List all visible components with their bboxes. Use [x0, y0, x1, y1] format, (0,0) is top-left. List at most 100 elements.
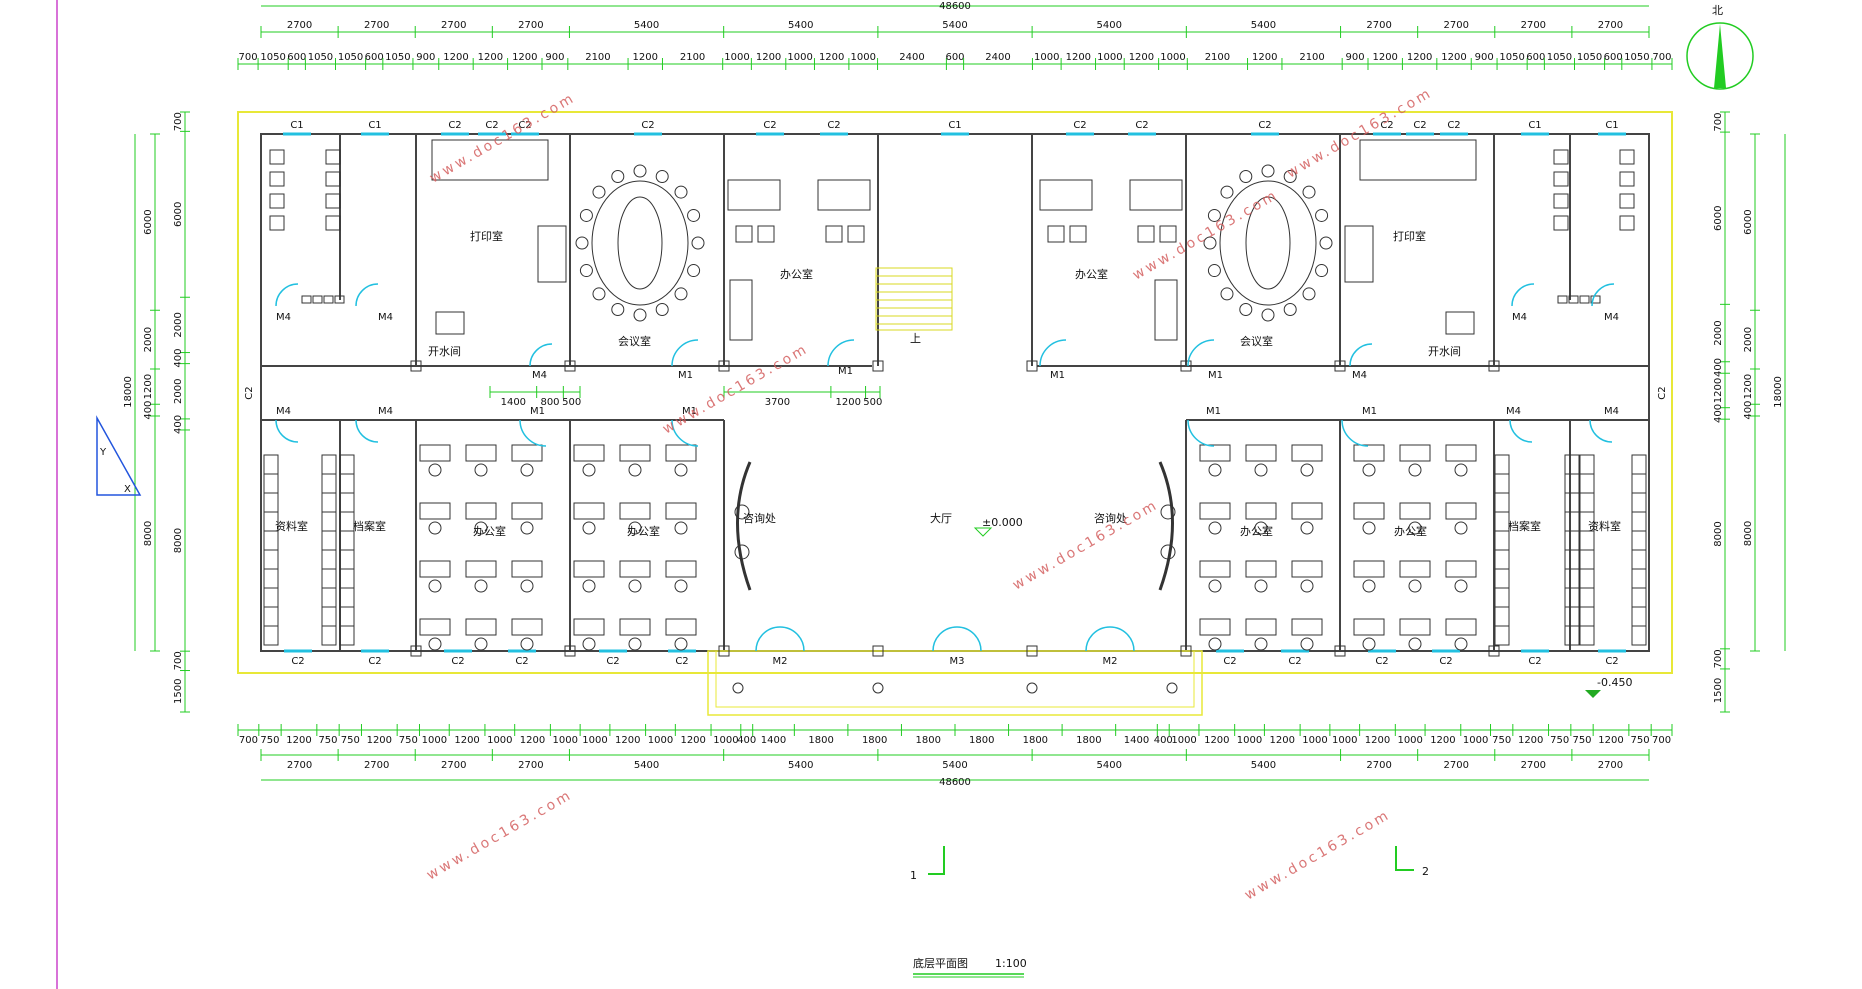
column — [872, 360, 884, 372]
room-label-print-left: 打印室 — [470, 229, 503, 243]
workstation-desk — [1245, 618, 1277, 636]
dim-right-rows-label: 700 — [1713, 649, 1724, 668]
room-label-office-nr: 办公室 — [1075, 267, 1108, 281]
dim-top-detail-label: 700 — [1652, 52, 1671, 63]
dim-top-detail-label: 1200 — [1441, 52, 1466, 63]
archive-shelf — [1494, 473, 1510, 494]
meeting-chair — [1315, 264, 1329, 278]
dim-top-detail-label: 600 — [365, 52, 384, 63]
dim-bottom-bays-label: 5400 — [1251, 760, 1276, 771]
dim-right-detail-label: 6000 — [1743, 209, 1754, 234]
workstation-chair — [1408, 579, 1422, 593]
sink — [301, 295, 312, 304]
window-top-label: C1 — [948, 120, 961, 131]
meeting-chair — [1220, 185, 1234, 199]
reception-chair — [734, 544, 750, 560]
dim-top-detail-label: 600 — [287, 52, 306, 63]
door-label: M4 — [532, 370, 547, 381]
meeting-chair — [655, 303, 669, 317]
workstation-chair — [1454, 521, 1468, 535]
toilet-stall — [1619, 171, 1635, 187]
archive-shelf — [339, 454, 355, 475]
dim-bottom-bays-label: 2700 — [1443, 760, 1468, 771]
dim-bottom-detail-label: 400 — [737, 735, 756, 746]
workstation-desk — [1353, 560, 1385, 578]
archive-shelf — [263, 454, 279, 475]
dim-top-detail-label: 2100 — [680, 52, 705, 63]
window-top-label: C1 — [368, 120, 381, 131]
window-bottom-label: C2 — [1288, 656, 1301, 667]
workstation-chair — [474, 463, 488, 477]
workstation-chair — [428, 463, 442, 477]
dim-bottom-detail-label: 750 — [1550, 735, 1569, 746]
room-label-water-left: 开水间 — [428, 345, 461, 358]
dim-bottom-detail-label: 1000 — [1171, 735, 1196, 746]
water-unit — [1445, 311, 1475, 335]
meeting-chair — [1302, 287, 1316, 301]
workstation-chair — [1254, 579, 1268, 593]
dim-bottom-detail-label: 1800 — [1076, 735, 1101, 746]
meeting-chair — [1239, 303, 1253, 317]
print-desk — [537, 225, 567, 283]
meeting-chair — [592, 185, 606, 199]
window-side-label: C2 — [1657, 386, 1668, 399]
dim-top-bays-label: 5400 — [1096, 20, 1121, 31]
dim-bottom-detail-label: 1400 — [1124, 735, 1149, 746]
archive-shelf — [321, 606, 337, 627]
dim-top-detail-label: 900 — [545, 52, 564, 63]
archive-shelf — [1494, 454, 1510, 475]
door-swing — [1591, 283, 1615, 307]
dim-bottom-detail-label: 700 — [1652, 735, 1671, 746]
archive-shelf — [1564, 568, 1580, 589]
dim-top-detail-label: 900 — [416, 52, 435, 63]
archive-shelf — [1564, 606, 1580, 627]
room-label-archive-left: 档案室 — [353, 519, 386, 533]
archive-shelf — [321, 549, 337, 570]
workstation-chair — [1254, 463, 1268, 477]
watermark-text: www.doc163.com — [1010, 497, 1162, 594]
window-top-label: C2 — [763, 120, 776, 131]
column — [1334, 360, 1346, 372]
archive-shelf — [1631, 625, 1647, 646]
archive-shelf — [263, 606, 279, 627]
workstation-chair — [628, 463, 642, 477]
window-bottom-label: C2 — [606, 656, 619, 667]
dim-left-rows-label: 6000 — [173, 202, 184, 227]
dim-top-detail-label: 1200 — [819, 52, 844, 63]
print-counter — [431, 139, 549, 181]
dim-right-rows-label: 2000 — [1713, 320, 1724, 345]
window-bottom-label: C2 — [1439, 656, 1452, 667]
workstation-desk — [573, 560, 605, 578]
dim-top-detail-label: 2100 — [1205, 52, 1230, 63]
dim-bottom-detail-label: 400 — [1154, 735, 1173, 746]
workstation-desk — [1199, 502, 1231, 520]
stair-up-label: 上 — [910, 332, 921, 345]
door-double-swing — [755, 626, 805, 652]
drawing-title-text: 底层平面图 — [913, 956, 968, 970]
dim-bottom-detail-label: 1000 — [582, 735, 607, 746]
dim-right-rows-label: 6000 — [1713, 205, 1724, 230]
north-arrow: 北 — [1686, 4, 1754, 90]
workstation-chair — [1208, 463, 1222, 477]
window-bottom-label: C2 — [291, 656, 304, 667]
dim-right-rows-label: 8000 — [1713, 521, 1724, 546]
workstation-desk — [419, 444, 451, 462]
door-label: M1 — [1050, 370, 1065, 381]
workstation-desk — [465, 502, 497, 520]
workstation-desk — [1399, 560, 1431, 578]
column — [410, 360, 422, 372]
archive-shelf — [339, 625, 355, 646]
level-hall: ±0.000 — [982, 516, 1023, 529]
toilet-stall — [269, 215, 285, 231]
dim-bottom-detail-label: 1800 — [969, 735, 994, 746]
meeting-chair — [611, 303, 625, 317]
door-label: M4 — [1352, 370, 1367, 381]
dim-left-rows-label: 8000 — [173, 528, 184, 553]
column — [1026, 645, 1038, 657]
sink — [323, 295, 334, 304]
workstation-desk — [465, 618, 497, 636]
workstation-desk — [1445, 618, 1477, 636]
dim-right-total-label: 18000 — [1773, 376, 1784, 408]
meeting-table-outer — [1219, 180, 1317, 306]
archive-shelf — [263, 549, 279, 570]
